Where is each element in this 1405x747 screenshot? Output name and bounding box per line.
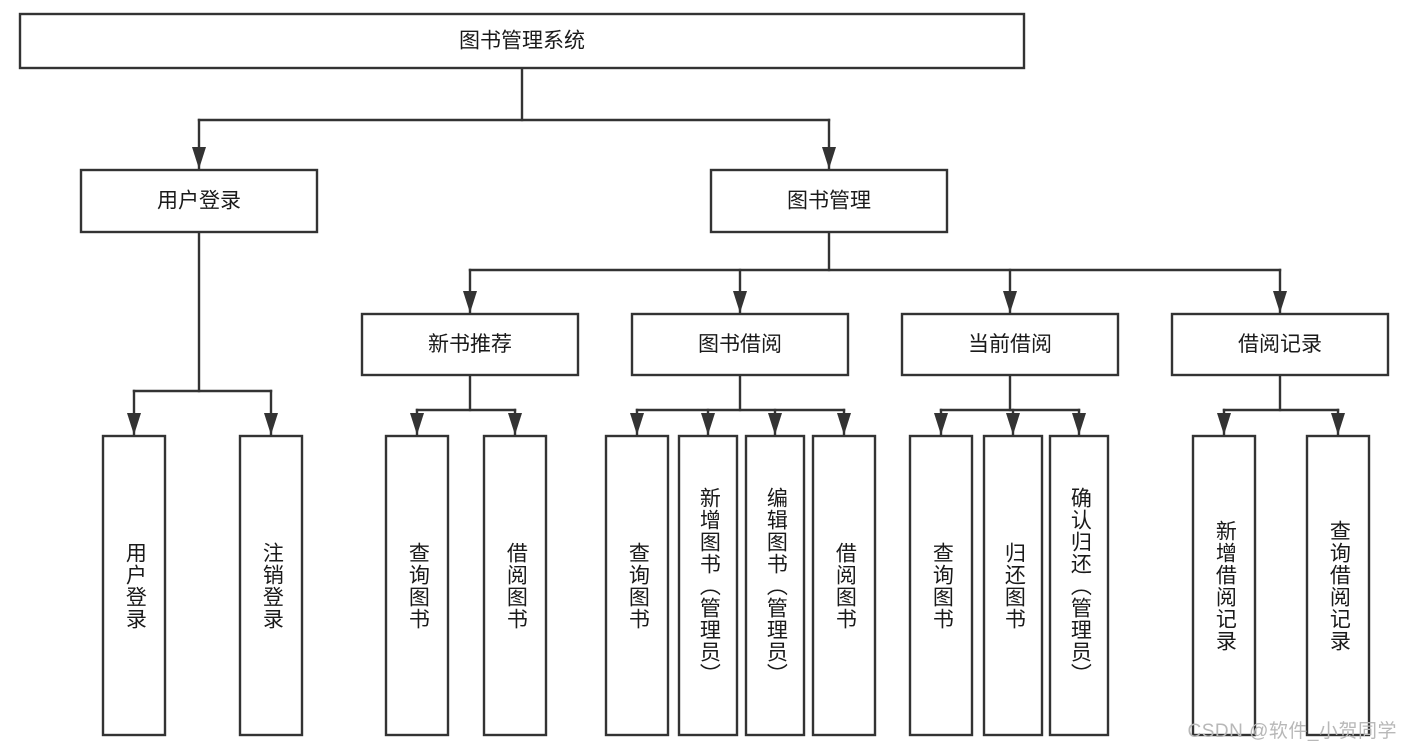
- node-leaf-add-book-admin-box: [677, 434, 739, 737]
- node-book-borrow-box: [630, 312, 850, 377]
- node-leaf-user-logout-box: [238, 434, 304, 737]
- arrow-head-icon: [192, 147, 206, 169]
- arrow-head-icon: [1273, 291, 1287, 313]
- node-leaf-query-book-recommend-box: [384, 434, 450, 737]
- arrow-head-icon: [1072, 413, 1086, 435]
- node-leaf-add-borrow-record-box: [1191, 434, 1257, 737]
- node-borrow-record-label: 借阅记录: [1238, 333, 1322, 356]
- node-root-box: [18, 12, 1026, 70]
- arrow-head-icon: [630, 413, 644, 435]
- csdn-watermark: CSDN @软件_小贺同学: [1187, 721, 1397, 742]
- node-leaf-query-book-borrow-box: [604, 434, 670, 737]
- arrow-head-icon: [508, 413, 522, 435]
- node-leaf-user-login-box: [101, 434, 167, 737]
- node-leaf-query-borrow-record-box: [1305, 434, 1371, 737]
- arrow-head-icon: [1331, 413, 1345, 435]
- node-book-manage-box: [709, 168, 949, 234]
- arrow-head-icon: [264, 413, 278, 435]
- arrow-head-icon: [127, 413, 141, 435]
- arrow-head-icon: [1006, 413, 1020, 435]
- connector-layer: [127, 66, 1345, 437]
- arrow-head-icon: [837, 413, 851, 435]
- arrow-head-icon: [934, 413, 948, 435]
- node-book-borrow-label: 图书借阅: [698, 333, 782, 356]
- box-layer: [18, 12, 1390, 737]
- node-leaf-return-book-box: [982, 434, 1044, 737]
- arrow-head-icon: [410, 413, 424, 435]
- node-root-label: 图书管理系统: [459, 30, 585, 53]
- arrow-head-icon: [822, 147, 836, 169]
- node-current-borrow-box: [900, 312, 1120, 377]
- arrow-head-icon: [733, 291, 747, 313]
- node-book-manage-label: 图书管理: [787, 190, 871, 213]
- arrow-head-icon: [1003, 291, 1017, 313]
- node-leaf-edit-book-admin-box: [744, 434, 806, 737]
- node-borrow-record-box: [1170, 312, 1390, 377]
- node-user-login-box: [79, 168, 319, 234]
- node-current-borrow-label: 当前借阅: [968, 333, 1052, 356]
- node-leaf-confirm-return-admin-box: [1048, 434, 1110, 737]
- arrow-head-icon: [1217, 413, 1231, 435]
- arrow-head-icon: [701, 413, 715, 435]
- arrow-head-icon: [463, 291, 477, 313]
- node-leaf-borrow-book-borrow-box: [811, 434, 877, 737]
- node-leaf-query-book-current-box: [908, 434, 974, 737]
- node-user-login-label: 用户登录: [157, 190, 241, 213]
- node-new-book-recommend-box: [360, 312, 580, 377]
- node-leaf-borrow-book-recommend-box: [482, 434, 548, 737]
- node-new-book-recommend-label: 新书推荐: [428, 333, 512, 356]
- arrow-head-icon: [768, 413, 782, 435]
